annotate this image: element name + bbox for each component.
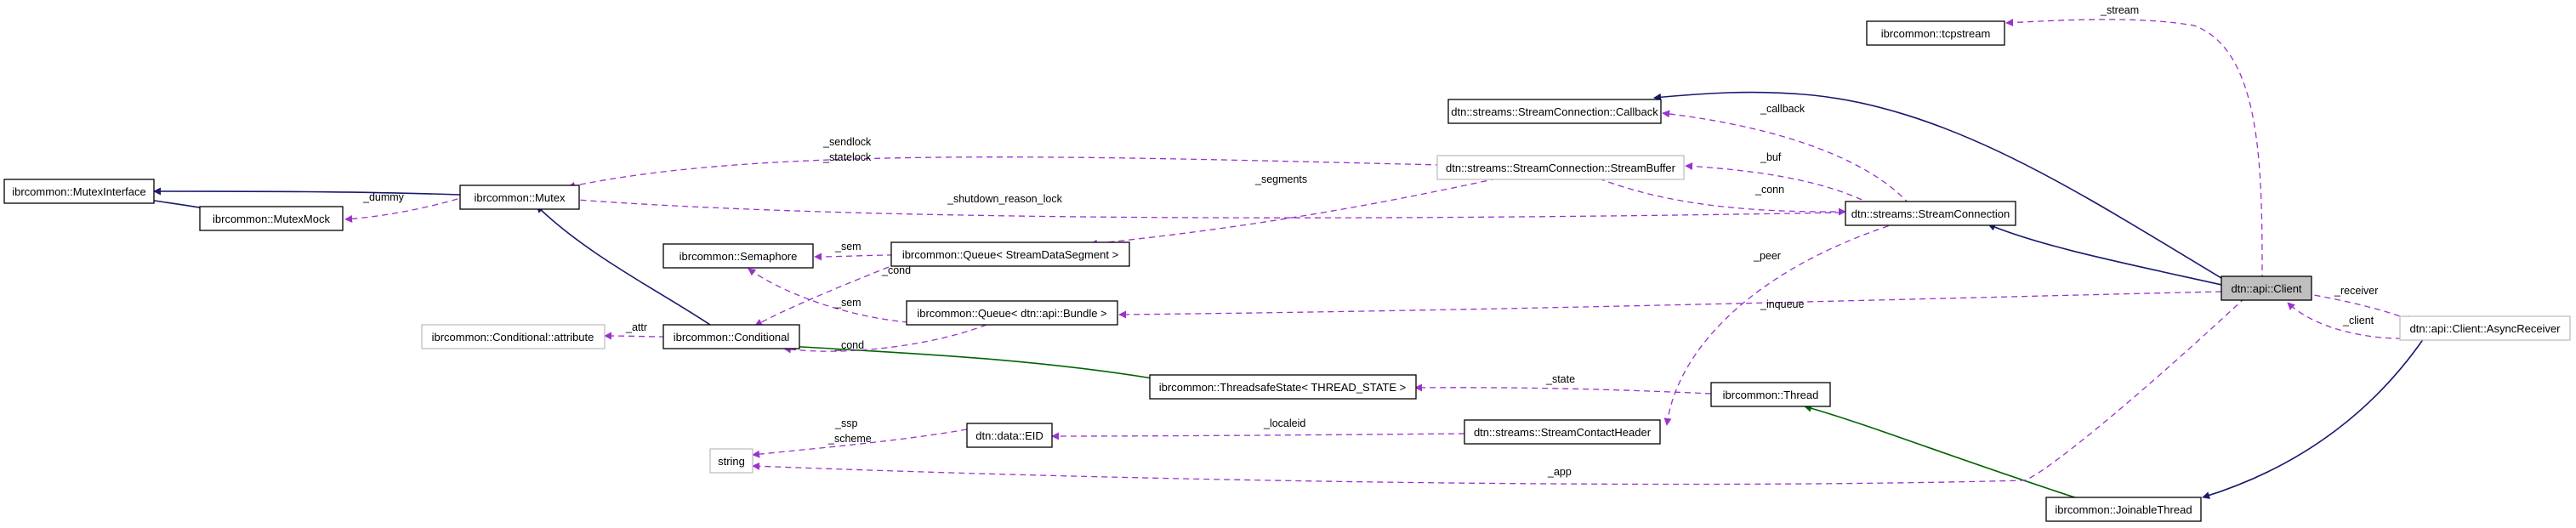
- label-stream: _stream: [2100, 4, 2139, 16]
- node-asyncreceiver[interactable]: dtn::api::Client::AsyncReceiver: [2399, 315, 2571, 341]
- node-client-label: dtn::api::Client: [2231, 282, 2301, 295]
- node-conditional-label: ibrcommon::Conditional: [674, 331, 790, 343]
- label-sendlock: _sendlock: [822, 136, 872, 148]
- label-scheme: _scheme: [827, 433, 872, 445]
- node-callback-label: dtn::streams::StreamConnection::Callback: [1451, 105, 1658, 118]
- edge-sendlock: [567, 156, 1442, 190]
- node-threadsafestate-label: ibrcommon::ThreadsafeState< THREAD_STATE…: [1159, 381, 1406, 394]
- label-statelock: _statelock: [822, 151, 872, 163]
- label-attr: _attr: [625, 321, 647, 333]
- node-queue-bundle-label: ibrcommon::Queue< dtn::api::Bundle >: [917, 307, 1106, 320]
- node-thread[interactable]: ibrcommon::Thread: [1710, 382, 1831, 407]
- edge-state: [1414, 383, 1712, 395]
- edge-conditional-to-mutex: [536, 205, 714, 327]
- node-semaphore-label: ibrcommon::Semaphore: [680, 250, 798, 263]
- node-callback[interactable]: dtn::streams::StreamConnection::Callback: [1447, 99, 1662, 124]
- node-string[interactable]: string: [709, 448, 753, 474]
- node-streamconnection[interactable]: dtn::streams::StreamConnection: [1845, 201, 2016, 226]
- node-streambuffer-label: dtn::streams::StreamConnection::StreamBu…: [1446, 162, 1676, 174]
- edge-asyncreceiver-to-joinablethread: [2202, 338, 2425, 499]
- node-mutex[interactable]: ibrcommon::Mutex: [459, 185, 580, 210]
- label-dummy: _dummy: [362, 191, 405, 203]
- edge-localeid: [1051, 432, 1465, 440]
- edge-dummy: [344, 198, 458, 223]
- label-peer: _peer: [1753, 250, 1781, 262]
- edges: [142, 19, 2425, 502]
- node-joinablethread-label: ibrcommon::JoinableThread: [2055, 503, 2192, 516]
- node-client[interactable]: dtn::api::Client: [2221, 275, 2312, 301]
- label-conn: _conn: [1754, 184, 1784, 196]
- node-semaphore[interactable]: ibrcommon::Semaphore: [662, 243, 814, 269]
- label-cond-1: _cond: [881, 264, 911, 276]
- label-buf: _buf: [1760, 151, 1782, 163]
- edge-peer: [1663, 222, 1899, 426]
- node-threadsafestate[interactable]: ibrcommon::ThreadsafeState< THREAD_STATE…: [1149, 374, 1417, 400]
- edge-threadsafestate-to-conditional: [788, 343, 1153, 379]
- edge-shutdown-lock: [566, 196, 1842, 219]
- edge-cond-queue-segment: [754, 266, 890, 326]
- label-ssp: _ssp: [834, 417, 857, 429]
- label-cond-2: _cond: [834, 339, 864, 351]
- edge-cond-queue-bundle: [783, 324, 987, 354]
- label-callback: _callback: [1760, 103, 1805, 115]
- node-thread-label: ibrcommon::Thread: [1723, 389, 1819, 401]
- node-eid[interactable]: dtn::data::EID: [966, 423, 1053, 448]
- edge-callback: [1662, 110, 1910, 205]
- label-sem-1: _sem: [834, 241, 862, 253]
- node-queue-segment-label: ibrcommon::Queue< StreamDataSegment >: [902, 248, 1118, 261]
- edge-client-to-callback: [1653, 91, 2226, 281]
- node-cond-attr-label: ibrcommon::Conditional::attribute: [432, 331, 594, 343]
- edge-labels: _stream _callback _buf _conn _sendlock _…: [362, 4, 2378, 478]
- edge-client-to-streamconnection: [1987, 223, 2226, 287]
- edge-segments: [1089, 178, 1498, 247]
- node-cond-attr[interactable]: ibrcommon::Conditional::attribute: [421, 324, 606, 349]
- edge-joinablethread-to-thread: [1804, 404, 2086, 502]
- label-inqueue: _inqueue: [1760, 298, 1804, 310]
- edge-stream: [2005, 19, 2263, 281]
- node-mutexmock[interactable]: ibrcommon::MutexMock: [199, 206, 344, 231]
- edge-mutex-to-mutexinterface: [153, 187, 461, 196]
- node-mutexmock-label: ibrcommon::MutexMock: [213, 213, 330, 225]
- node-streambuffer[interactable]: dtn::streams::StreamConnection::StreamBu…: [1436, 155, 1685, 180]
- node-queue-segment[interactable]: ibrcommon::Queue< StreamDataSegment >: [890, 241, 1130, 267]
- node-mutex-label: ibrcommon::Mutex: [475, 191, 566, 204]
- node-queue-bundle[interactable]: ibrcommon::Queue< dtn::api::Bundle >: [906, 300, 1118, 326]
- edge-app: [752, 297, 2246, 485]
- label-state: _state: [1545, 373, 1575, 385]
- edge-buf: [1685, 162, 1872, 205]
- node-contactheader-label: dtn::streams::StreamContactHeader: [1474, 426, 1652, 439]
- node-eid-label: dtn::data::EID: [975, 429, 1043, 442]
- label-client: _client: [2342, 315, 2374, 326]
- label-segments: _segments: [1254, 173, 1307, 185]
- edge-sem-queue-segment: [814, 253, 894, 261]
- label-localeid: _localeid: [1263, 417, 1305, 429]
- node-asyncreceiver-label: dtn::api::Client::AsyncReceiver: [2409, 322, 2561, 335]
- edge-ssp: [752, 429, 968, 458]
- edge-sem-queue-bundle: [748, 268, 919, 324]
- label-sem-2: _sem: [834, 297, 862, 309]
- label-shutdown-reason-lock: _shutdown_reason_lock: [947, 193, 1063, 205]
- node-streamconnection-label: dtn::streams::StreamConnection: [1851, 207, 2010, 220]
- label-receiver: _receiver: [2334, 285, 2378, 297]
- node-tcpstream-label: ibrcommon::tcpstream: [1881, 27, 1991, 40]
- node-joinablethread[interactable]: ibrcommon::JoinableThread: [2045, 497, 2202, 522]
- node-string-label: string: [718, 455, 745, 468]
- edge-attr: [604, 332, 666, 340]
- node-mutexinterface-label: ibrcommon::MutexInterface: [12, 185, 146, 198]
- node-mutexinterface[interactable]: ibrcommon::MutexInterface: [3, 179, 155, 204]
- node-contactheader[interactable]: dtn::streams::StreamContactHeader: [1464, 419, 1661, 445]
- node-tcpstream[interactable]: ibrcommon::tcpstream: [1866, 20, 2005, 46]
- label-app: _app: [1547, 466, 1572, 478]
- node-conditional[interactable]: ibrcommon::Conditional: [662, 324, 800, 349]
- edge-inqueue: [1118, 291, 2222, 319]
- nodes: ibrcommon::tcpstream dtn::streams::Strea…: [3, 20, 2571, 522]
- edge-conn: [1598, 178, 1846, 216]
